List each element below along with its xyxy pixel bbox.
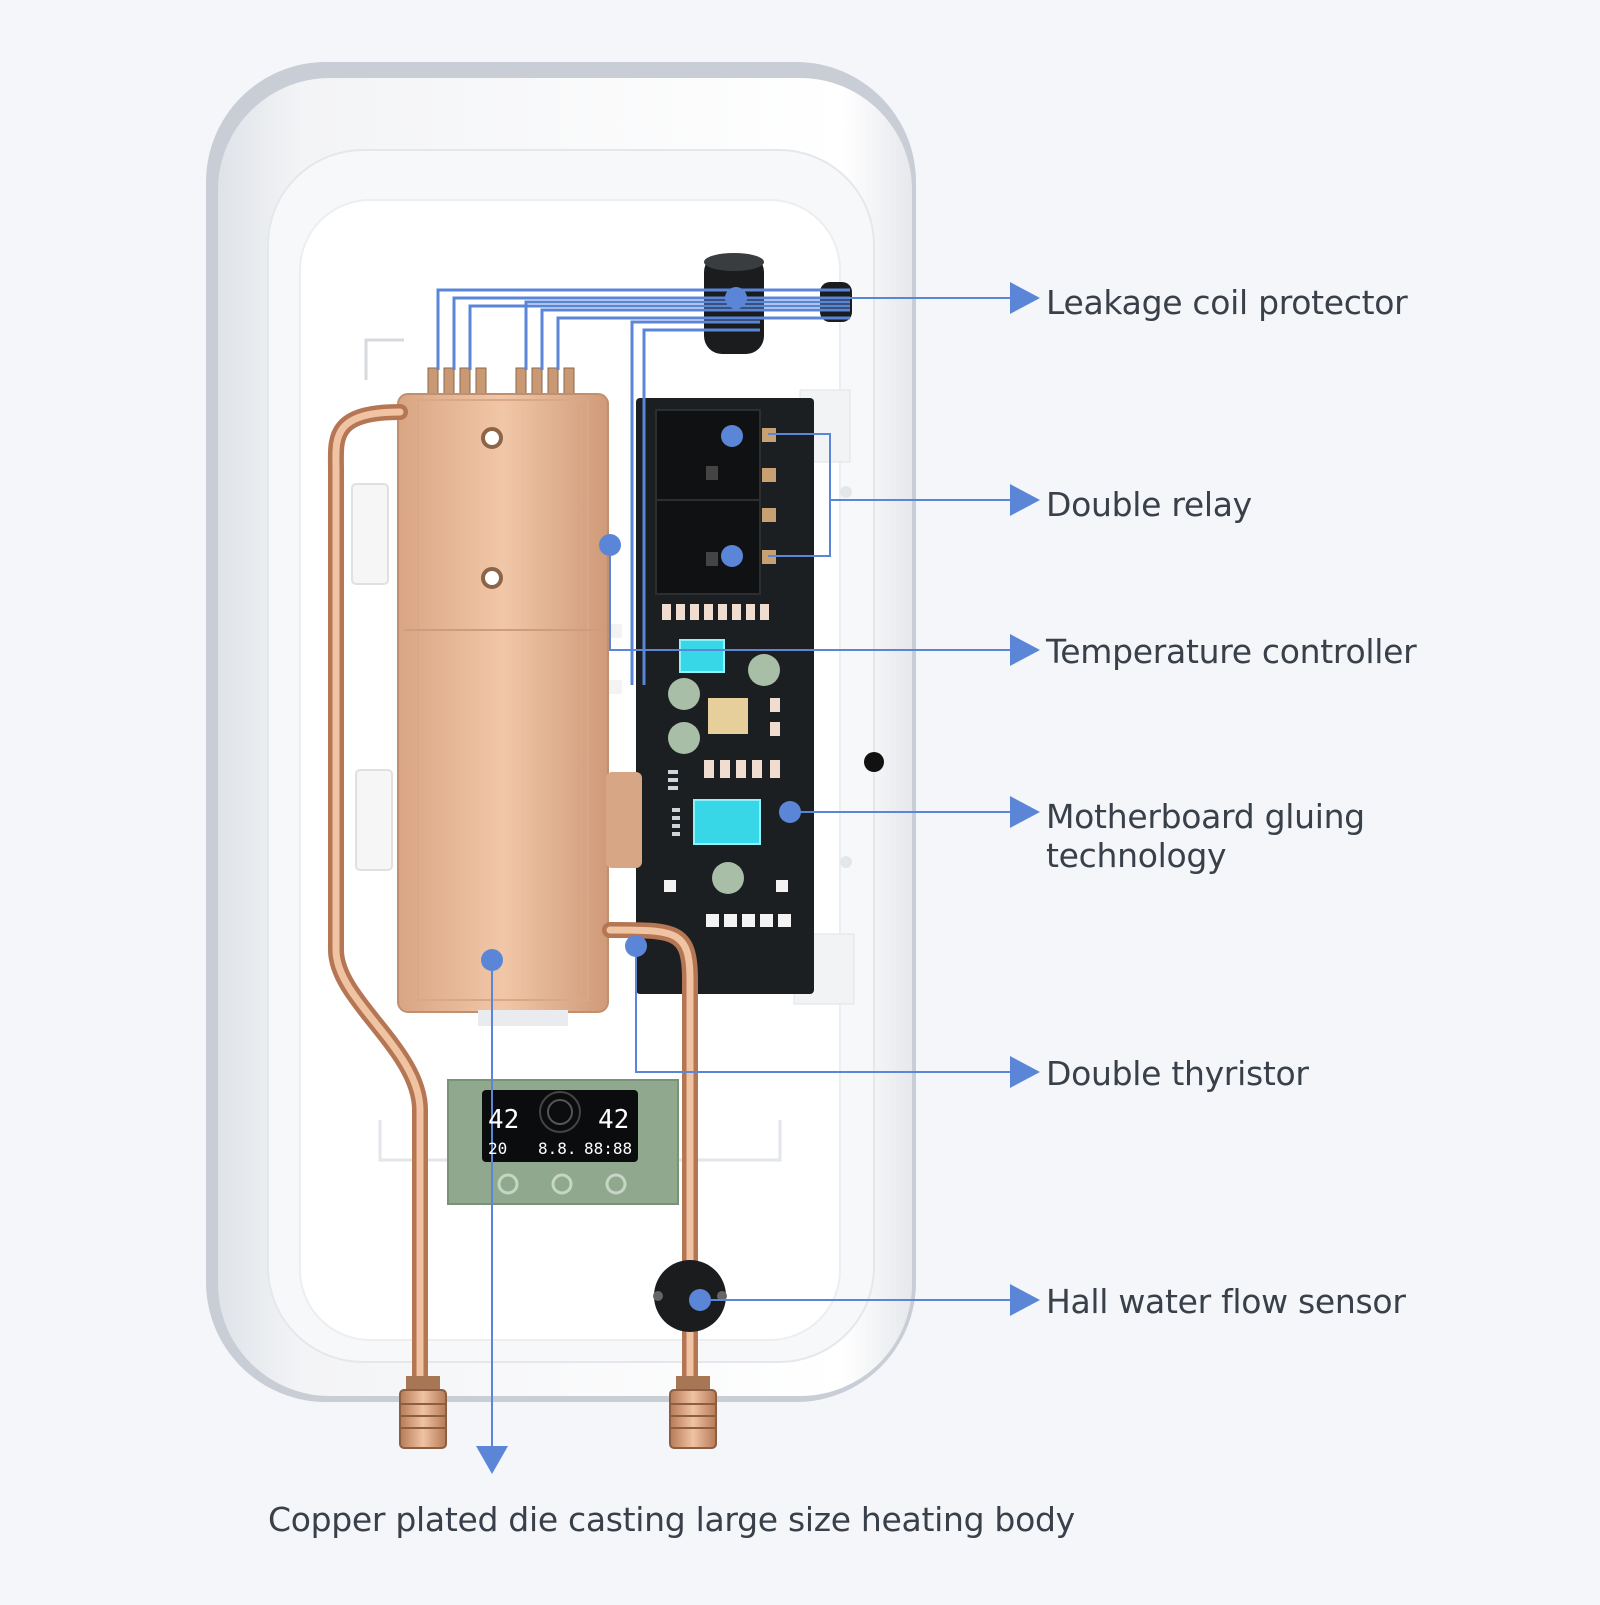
label-leakage-coil: Leakage coil protector [1046, 283, 1408, 322]
control-display-panel [447, 1079, 679, 1205]
lcd-right-temp: 42 [598, 1105, 629, 1135]
wires [436, 288, 850, 685]
label-motherboard-line1: Motherboard gluing [1046, 797, 1365, 836]
dot-thyristor [625, 935, 647, 957]
arrow-relay [1010, 484, 1040, 516]
label-temperature-controller: Temperature controller [1046, 632, 1417, 671]
lcd-left-temp: 42 [488, 1105, 519, 1135]
lcd-bottom-mid: 8.8. [538, 1139, 577, 1158]
arrow-motherboard [1010, 796, 1040, 828]
dot-hall-sensor [689, 1289, 711, 1311]
dot-temperature-controller [599, 534, 621, 556]
dot-motherboard [779, 801, 801, 823]
dot-leakage-coil [725, 287, 747, 309]
pipe-fitting-left [399, 1376, 447, 1449]
copper-heating-body [397, 367, 642, 1026]
dot-heating-body [481, 949, 503, 971]
dot-relay-1 [721, 425, 743, 447]
callout-lines [491, 297, 1010, 1450]
lcd-bottom-right: 88:88 [584, 1139, 632, 1158]
label-motherboard-line2: technology [1046, 836, 1227, 875]
lcd-readout: 42 42 20 8.8. 88:88 [488, 1105, 632, 1158]
pipe-fitting-right [669, 1376, 717, 1449]
arrow-temperature-controller [1010, 634, 1040, 666]
callout-dots [481, 287, 801, 1311]
arrow-leakage-coil [1010, 282, 1040, 314]
label-hall-sensor: Hall water flow sensor [1046, 1282, 1406, 1321]
arrow-hall-sensor [1010, 1284, 1040, 1316]
pipe-clips [351, 483, 393, 871]
copper-pipes [327, 404, 698, 1396]
arrow-thyristor [1010, 1056, 1040, 1088]
arrow-heating-body [476, 1446, 508, 1474]
label-heating-body: Copper plated die casting large size hea… [268, 1500, 1075, 1539]
lcd-bottom-left: 20 [488, 1139, 507, 1158]
callout-arrowheads [476, 282, 1040, 1474]
dot-relay-2 [721, 545, 743, 567]
circuit-board [608, 398, 814, 994]
label-double-relay: Double relay [1046, 485, 1252, 524]
label-double-thyristor: Double thyristor [1046, 1054, 1309, 1093]
